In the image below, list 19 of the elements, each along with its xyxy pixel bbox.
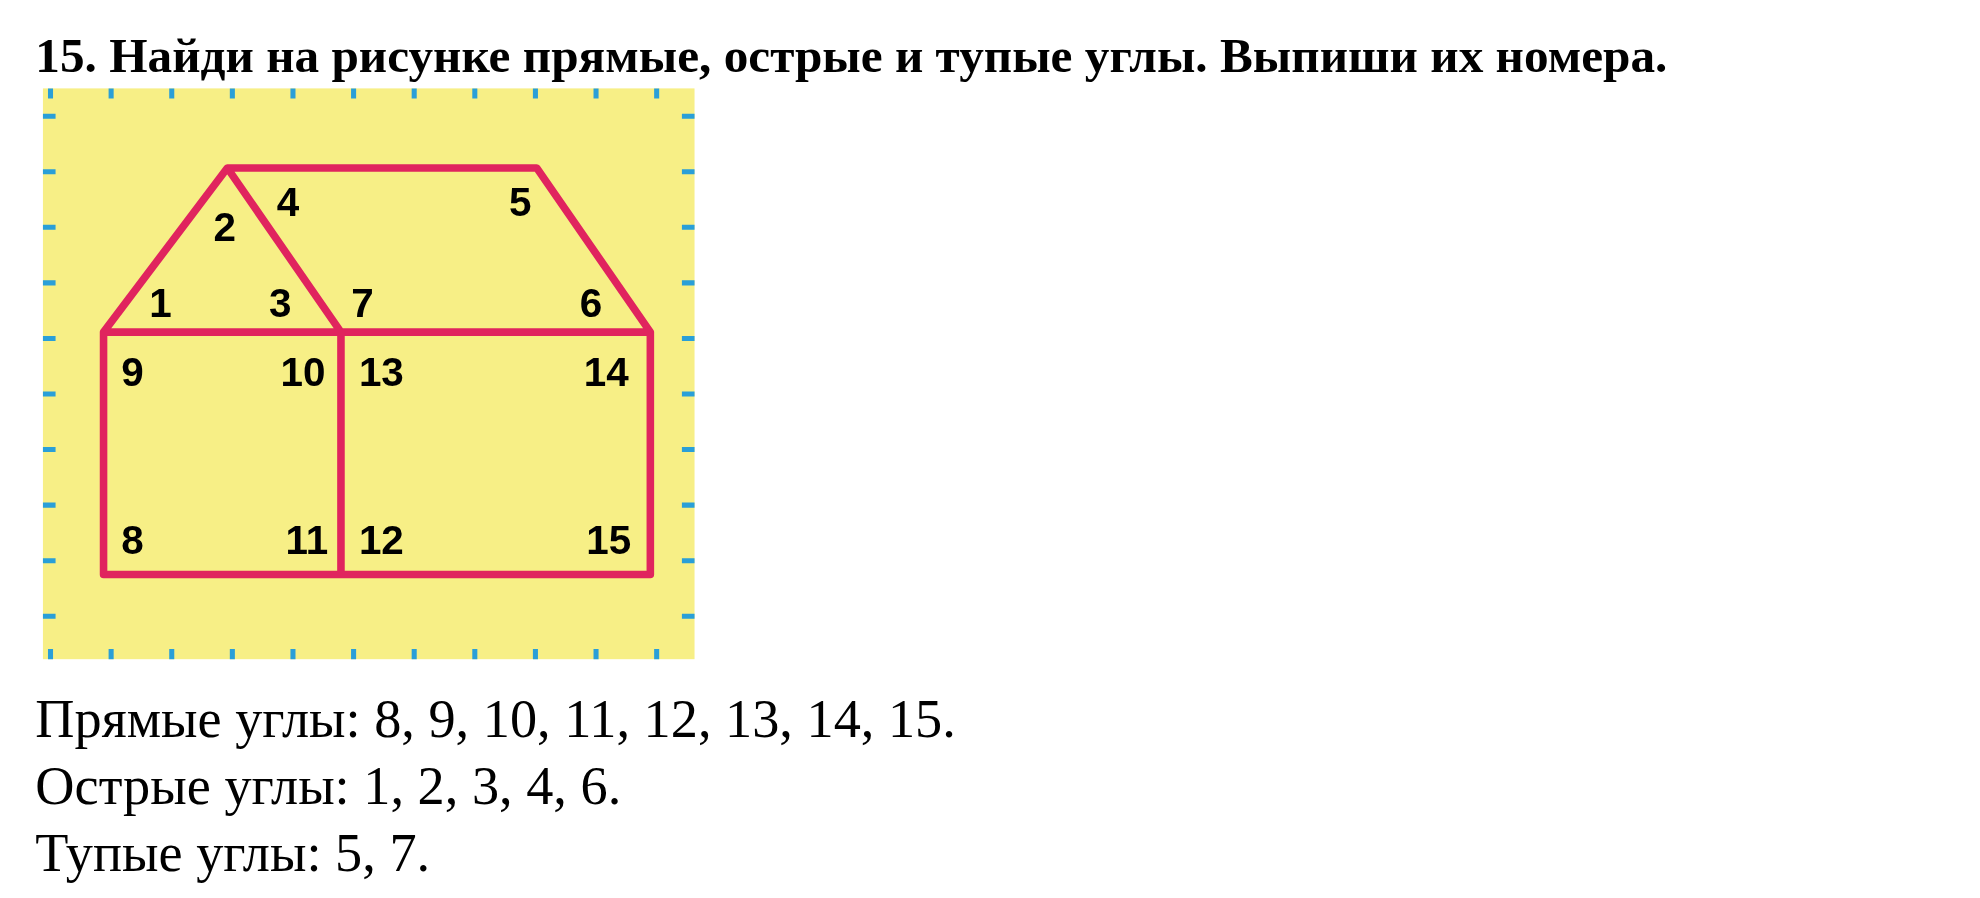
angle-number: 10 bbox=[280, 352, 326, 393]
angle-number: 1 bbox=[149, 282, 172, 324]
answer-line: Острые углы: 1, 2, 3, 4, 6. bbox=[35, 758, 622, 814]
angle-number: 9 bbox=[121, 352, 144, 393]
answer-line: Прямые углы: 8, 9, 10, 11, 12, 13, 14, 15. bbox=[35, 692, 956, 747]
angle-number: 2 bbox=[213, 207, 236, 248]
angle-number: 13 bbox=[358, 352, 404, 393]
angle-number: 6 bbox=[579, 282, 603, 324]
title: 15. Найди на рисунке прямые, острые и тупые углы. Выпиши их номера. bbox=[35, 30, 1668, 80]
angle-number: 4 bbox=[276, 181, 300, 223]
answer-line: Тупые углы: 5, 7. bbox=[35, 825, 431, 881]
angle-number: 8 bbox=[121, 520, 144, 561]
angle-number: 11 bbox=[285, 520, 329, 561]
angle-number: 7 bbox=[351, 282, 374, 324]
angle-number: 15 bbox=[586, 520, 632, 561]
angle-number: 14 bbox=[583, 352, 629, 393]
angle-number: 3 bbox=[269, 282, 292, 324]
angle-number: 5 bbox=[509, 181, 532, 223]
angle-number: 12 bbox=[358, 520, 404, 561]
